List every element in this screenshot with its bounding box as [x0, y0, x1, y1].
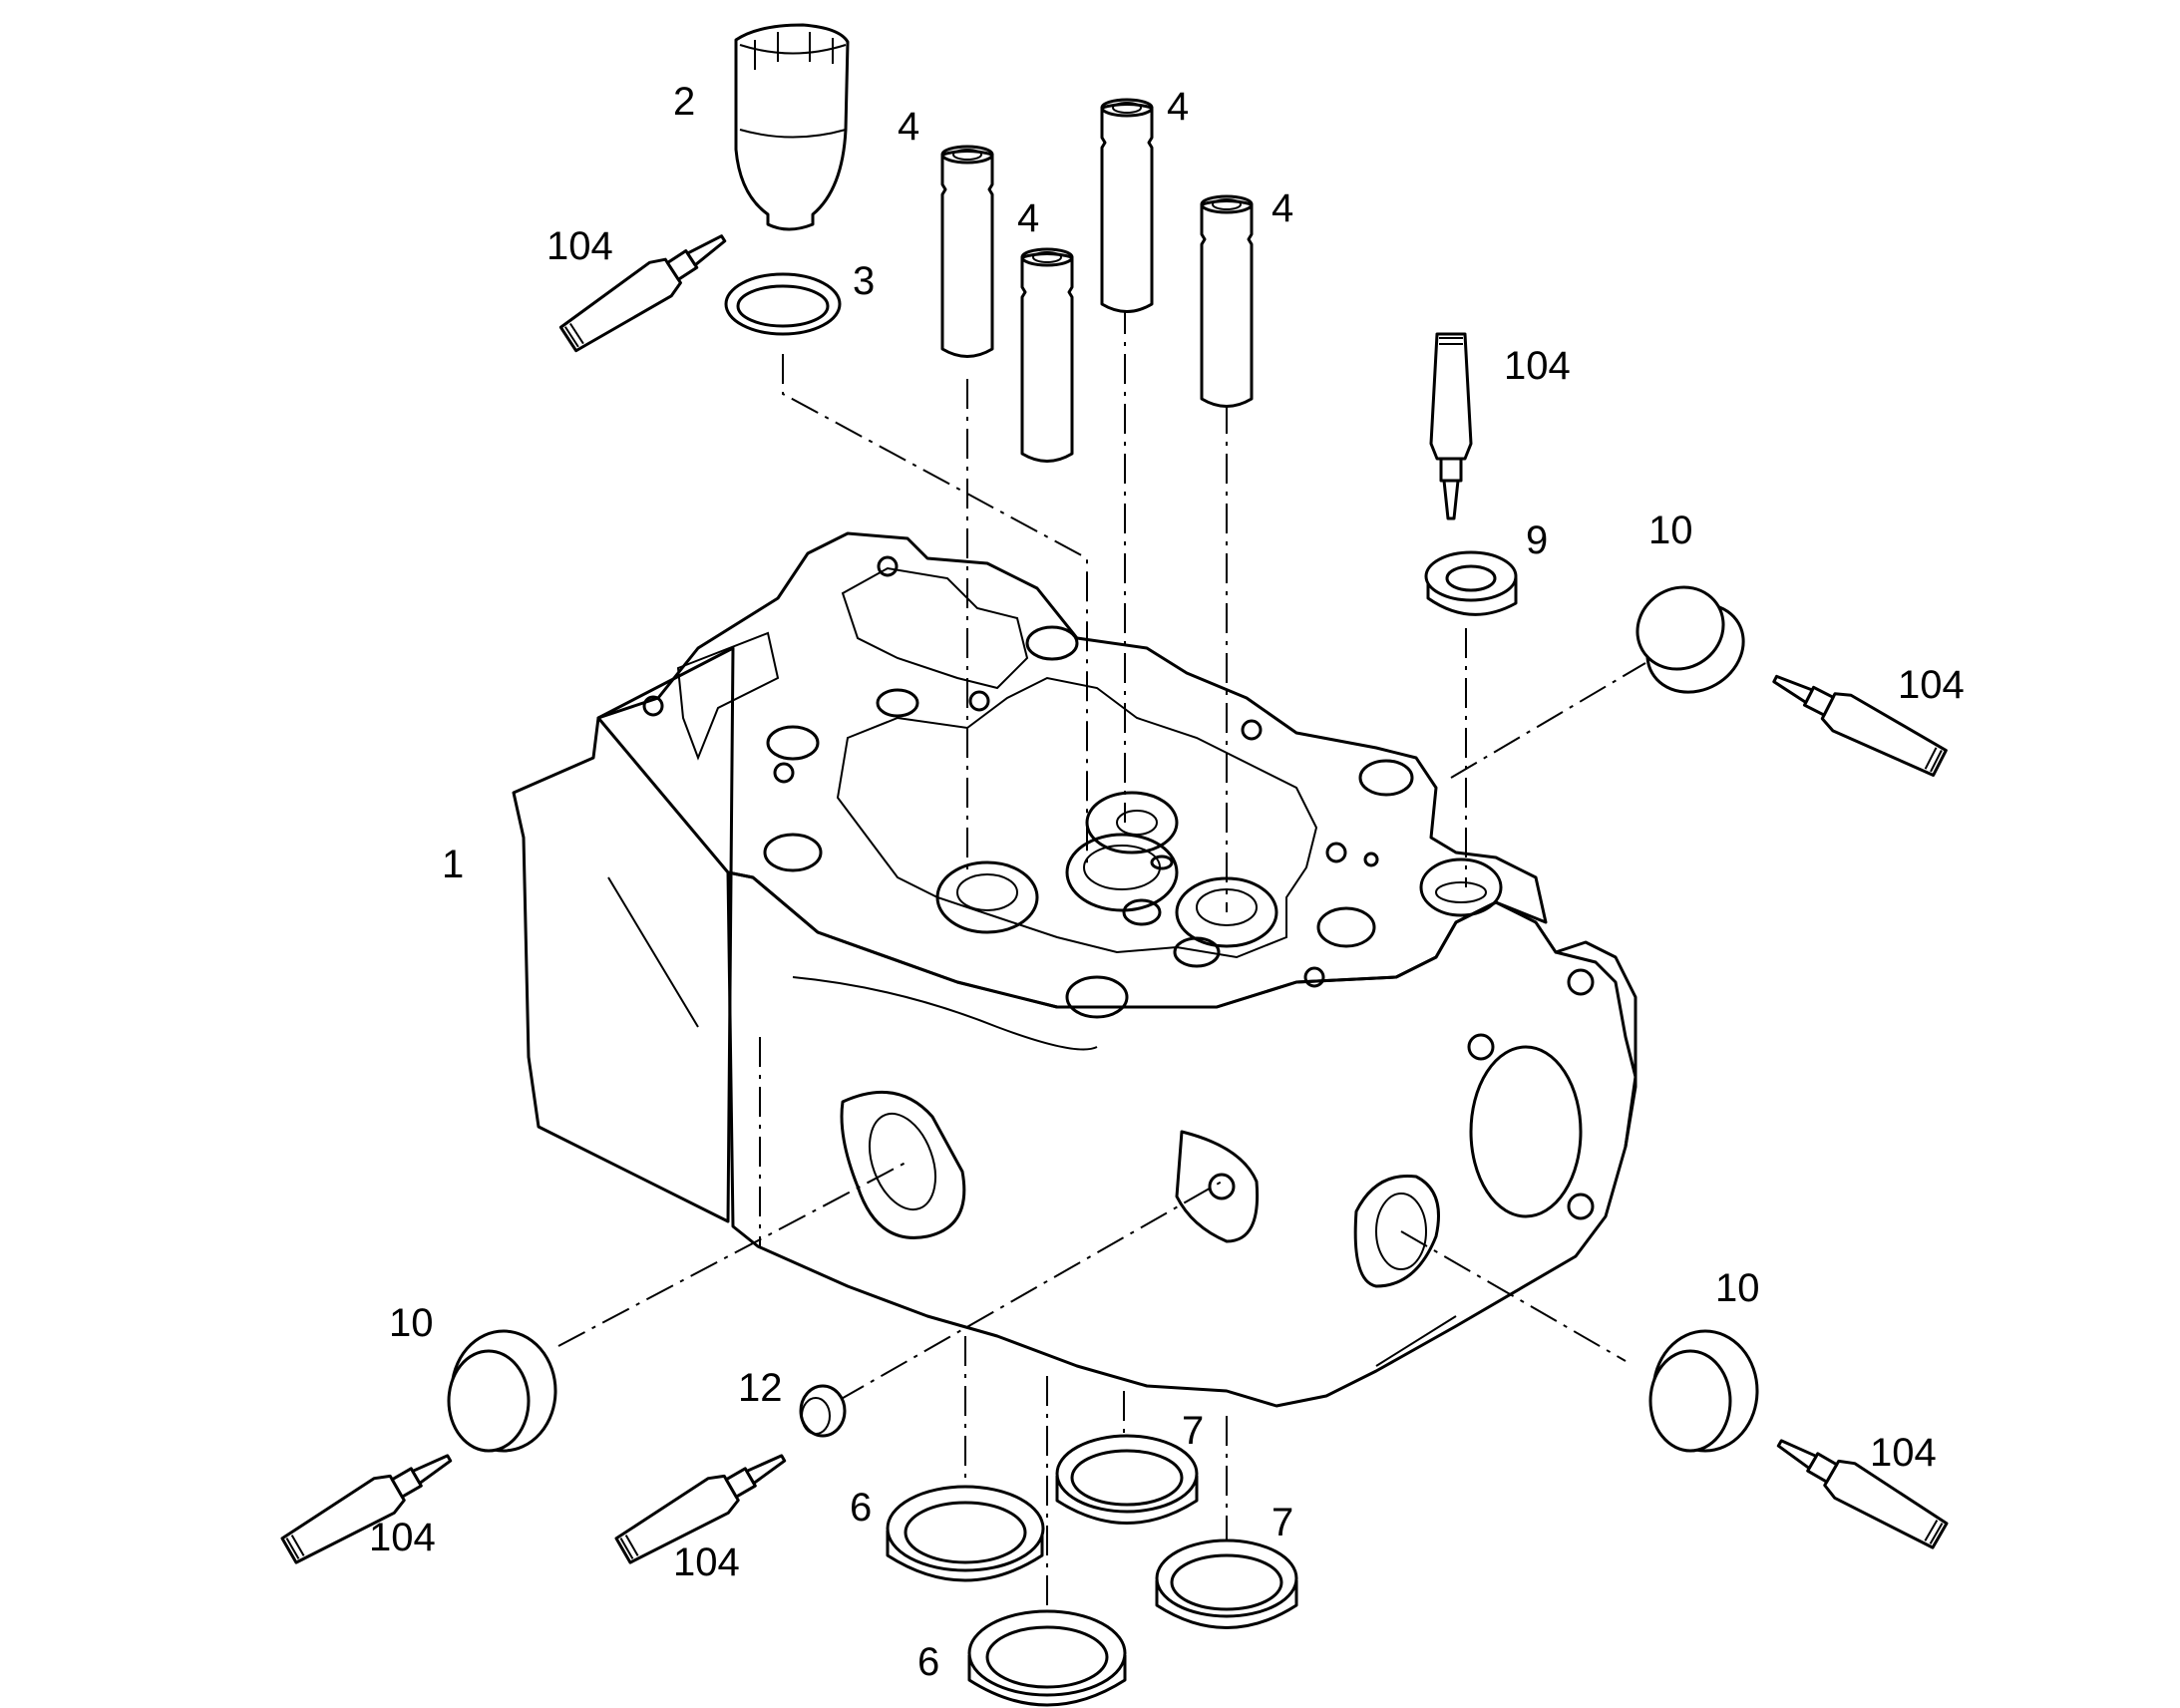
callout-7b: 7	[1272, 1501, 1293, 1544]
seat-ring-6b	[967, 1609, 1127, 1707]
seat-ring-7b	[1155, 1538, 1298, 1629]
callout-4d: 4	[1272, 186, 1293, 230]
valve-guide-3	[1100, 98, 1154, 313]
callout-104a: 104	[546, 224, 613, 268]
sealant-tube-top-right	[1429, 332, 1473, 520]
callout-10a: 10	[1648, 509, 1693, 552]
sealant-tube-right-upper	[1772, 674, 1948, 777]
callout-7a: 7	[1182, 1409, 1204, 1453]
callout-104f: 104	[1870, 1431, 1937, 1475]
valve-guide-1	[940, 145, 994, 358]
callout-6b: 6	[917, 1640, 939, 1684]
callout-1: 1	[442, 843, 464, 886]
callout-10c: 10	[1715, 1266, 1760, 1310]
callout-104d: 104	[369, 1516, 436, 1559]
seat-ring-7a	[1055, 1434, 1199, 1525]
callout-labels: 1 2 3 4 4 4 4 6 6 7 7 9 10 10 10 12 104 …	[369, 80, 1965, 1684]
sealant-tubes	[280, 234, 1949, 1564]
callout-3: 3	[853, 259, 875, 303]
sealing-plugs	[447, 585, 1759, 1453]
seat-ring-6a	[886, 1485, 1045, 1582]
callout-4b: 4	[1017, 196, 1039, 240]
callout-9: 9	[1526, 518, 1548, 562]
sealant-tube-bottom-left	[280, 1454, 453, 1564]
injector-sleeve	[734, 23, 850, 231]
cylinder-head	[512, 531, 1637, 1408]
valve-guides	[940, 98, 1254, 463]
valve-seat-rings	[886, 1434, 1298, 1707]
o-ring	[724, 272, 842, 336]
callout-12: 12	[738, 1366, 783, 1410]
callout-104b: 104	[1504, 344, 1571, 388]
sealant-tube-bottom-right	[1776, 1439, 1949, 1549]
callout-104c: 104	[1898, 663, 1965, 707]
callout-4a: 4	[898, 105, 919, 149]
sealant-tube-top-left	[558, 234, 727, 353]
plug-top-right	[1635, 585, 1745, 694]
callout-104e: 104	[673, 1540, 740, 1584]
callout-2: 2	[673, 80, 695, 124]
plug-bottom-right	[1648, 1329, 1759, 1453]
callout-4c: 4	[1167, 85, 1189, 129]
valve-guide-2	[1020, 247, 1074, 463]
callout-10b: 10	[389, 1301, 434, 1345]
bushing	[1424, 550, 1518, 616]
callout-6a: 6	[850, 1486, 872, 1530]
sealant-tube-bottom-middle	[614, 1454, 787, 1564]
small-plug	[799, 1384, 847, 1438]
valve-guide-4	[1200, 194, 1254, 408]
plug-bottom-left	[447, 1329, 557, 1453]
